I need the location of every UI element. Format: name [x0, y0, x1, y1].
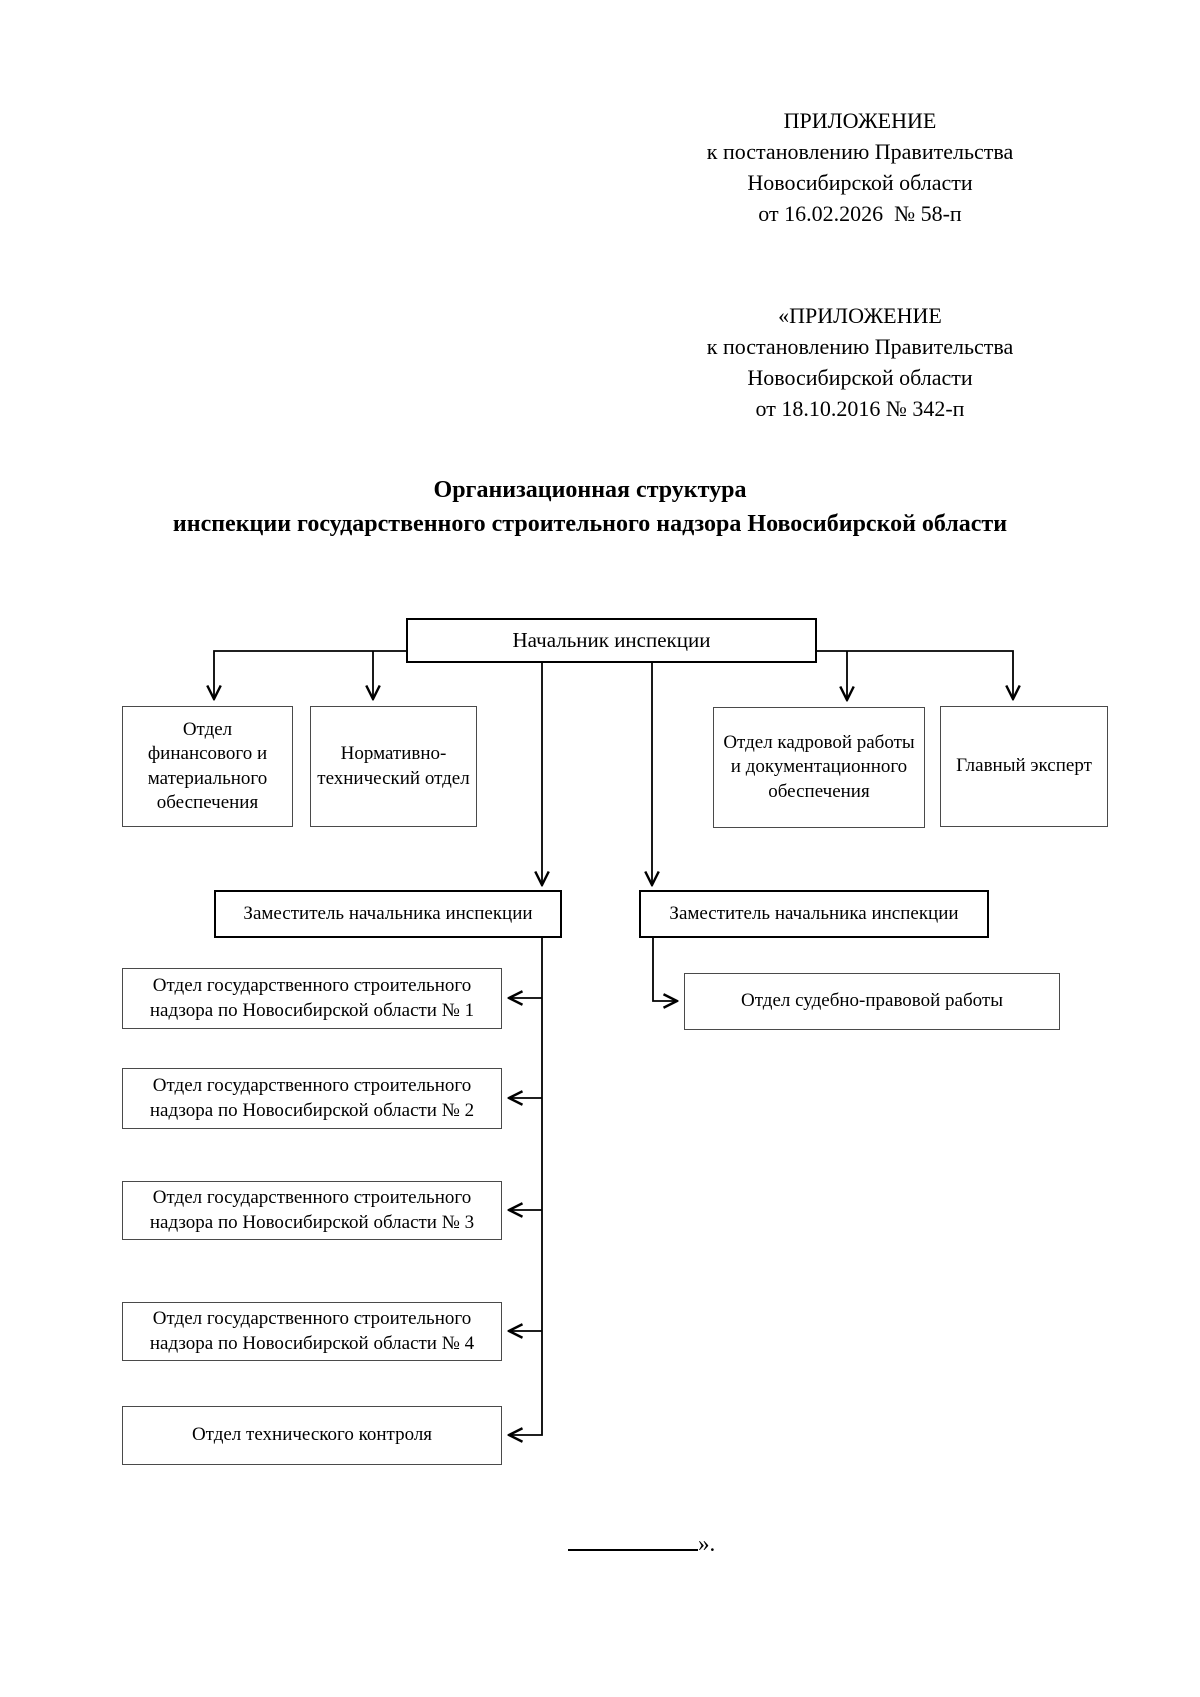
- org-box-construction-supervision-2: Отдел государственного строительного над…: [122, 1068, 502, 1129]
- org-box-construction-supervision-1: Отдел государственного строительного над…: [122, 968, 502, 1029]
- org-box-label: Нормативно-технический отдел: [317, 743, 470, 789]
- org-box-chief-expert: Главный эксперт: [940, 706, 1108, 827]
- org-box-hr-documentation-dept: Отдел кадровой работы и документационног…: [713, 707, 925, 828]
- appendix-line: к постановлению Правительства: [706, 334, 1014, 359]
- org-box-construction-supervision-4: Отдел государственного строительного над…: [122, 1302, 502, 1361]
- appendix-line: от 16.02.2026 № 58-п: [758, 201, 962, 226]
- org-box-deputy-head-right: Заместитель начальника инспекции: [639, 890, 989, 938]
- appendix-line: Новосибирской области: [747, 365, 973, 390]
- page-title: Организационная структура инспекции госу…: [0, 473, 1180, 541]
- appendix-line: ПРИЛОЖЕНИЕ: [783, 108, 937, 133]
- org-box-label: Начальник инспекции: [512, 628, 711, 653]
- page-title-line-2: инспекции государственного строительного…: [172, 511, 1008, 537]
- org-box-construction-supervision-3: Отдел государственного строительного над…: [122, 1181, 502, 1240]
- org-box-technical-control-dept: Отдел технического контроля: [122, 1406, 502, 1465]
- org-box-finance-dept: Отдел финансового и материального обеспе…: [122, 706, 293, 827]
- org-box-normative-technical-dept: Нормативно-технический отдел: [310, 706, 477, 827]
- closing-quote-mark: ».: [698, 1531, 716, 1556]
- org-box-head-of-inspection: Начальник инспекции: [406, 618, 817, 663]
- org-box-label: Отдел финансового и материального обеспе…: [147, 718, 268, 813]
- org-box-label: Отдел государственного строительного над…: [149, 1075, 475, 1121]
- appendix-line: «ПРИЛОЖЕНИЕ: [778, 303, 942, 328]
- appendix-block-amended: «ПРИЛОЖЕНИЕ к постановлению Правительств…: [650, 300, 1070, 424]
- org-box-label: Главный эксперт: [956, 755, 1092, 777]
- org-box-label: Отдел технического контроля: [191, 1424, 433, 1446]
- org-box-label: Отдел кадровой работы и документационног…: [723, 732, 915, 802]
- org-box-label: Отдел государственного строительного над…: [149, 975, 475, 1021]
- org-box-legal-dept: Отдел судебно-правовой работы: [684, 973, 1060, 1030]
- appendix-line: от 18.10.2016 № 342-п: [755, 396, 965, 421]
- signature-blank-line: [568, 1526, 698, 1551]
- page-title-line-1: Организационная структура: [433, 477, 747, 503]
- org-box-label: Заместитель начальника инспекции: [243, 902, 533, 924]
- org-box-label: Заместитель начальника инспекции: [669, 902, 959, 924]
- appendix-line: к постановлению Правительства: [706, 139, 1014, 164]
- appendix-block-current: ПРИЛОЖЕНИЕ к постановлению Правительства…: [650, 105, 1070, 229]
- org-box-deputy-head-left: Заместитель начальника инспекции: [214, 890, 562, 938]
- appendix-line: Новосибирской области: [747, 170, 973, 195]
- org-box-label: Отдел судебно-правовой работы: [741, 990, 1003, 1012]
- org-box-label: Отдел государственного строительного над…: [149, 1308, 475, 1354]
- closing-line: ».: [568, 1526, 715, 1557]
- org-box-label: Отдел государственного строительного над…: [149, 1187, 475, 1233]
